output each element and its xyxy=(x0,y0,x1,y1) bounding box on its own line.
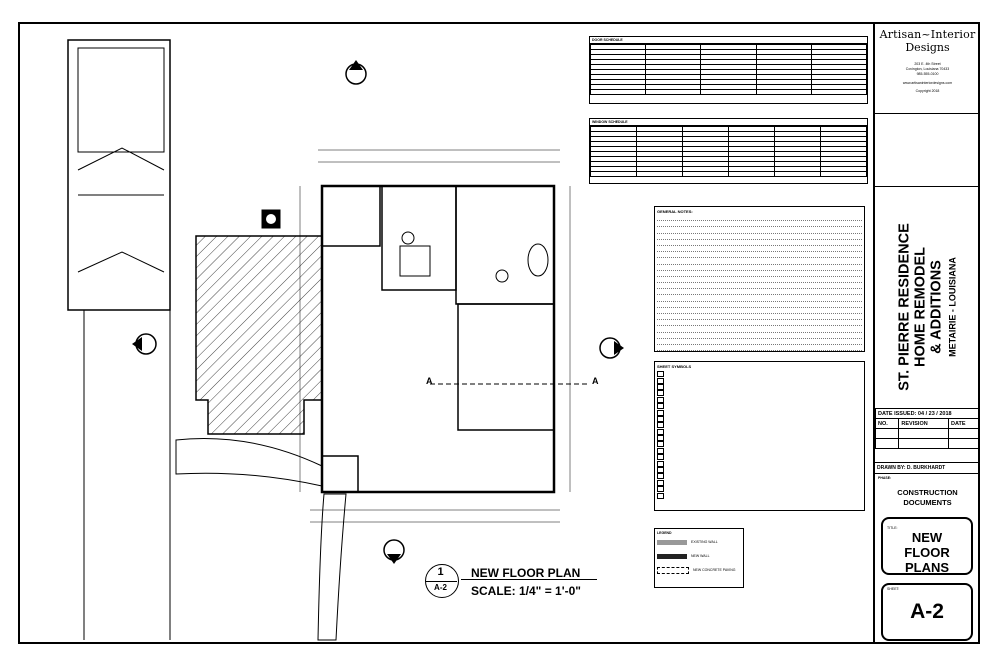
title-block-blank xyxy=(875,114,980,187)
project-name-1: ST. PIERRE RESIDENCE xyxy=(896,223,913,391)
company-name-line1: Artisan~Interior xyxy=(879,28,976,41)
door-schedule: DOOR SCHEDULE xyxy=(589,36,868,104)
drawing-scale: SCALE: 1/4" = 1'-0" xyxy=(471,584,581,598)
sheet-number-box: SHEET: A-2 xyxy=(881,583,973,641)
concrete-walkway xyxy=(175,438,323,487)
elevation-marker-top xyxy=(345,60,367,85)
sheet-title-line2: FLOOR PLANS xyxy=(904,545,950,575)
phase-block: PHASE: CONSTRUCTION DOCUMENTS xyxy=(875,476,980,516)
house-main-outline xyxy=(320,184,556,494)
legend-new-concrete: NEW CONCRETE PAVING xyxy=(693,568,736,572)
door-schedule-title: DOOR SCHEDULE xyxy=(590,37,867,44)
sheet-label: SHEET: xyxy=(887,587,900,591)
phase-label: PHASE: xyxy=(878,476,892,480)
legend-new-wall: NEW WALL xyxy=(691,554,710,558)
drawing-sheet-border xyxy=(18,22,980,644)
date-issued: DATE ISSUED: 04 / 23 / 2018 xyxy=(875,408,980,419)
drawing-number-bubble xyxy=(425,564,459,598)
section-mark-right: A xyxy=(592,376,599,386)
phase-line2: DOCUMENTS xyxy=(903,498,952,507)
drawing-sheet-ref: A-2 xyxy=(434,583,447,592)
project-name-2: HOME REMODEL xyxy=(912,246,929,368)
sheet-title-box: TITLE: NEW FLOOR PLANS xyxy=(881,517,973,575)
rev-header-no: NO. xyxy=(874,418,900,429)
detached-garage xyxy=(67,39,171,311)
drawn-by: DRAWN BY: D. BURKHARDT xyxy=(875,462,980,474)
elevation-marker-right xyxy=(599,337,624,359)
drawing-number: 1 xyxy=(437,566,444,578)
company-phone: 985-555-0100 xyxy=(916,72,939,76)
project-location: METAIRIE - LOUISIANA xyxy=(947,257,958,357)
title-block: Artisan~Interior Designs 203 E. 4th Stre… xyxy=(873,22,981,644)
company-website: www.artisaninteriordesigns.com xyxy=(902,81,953,85)
sheet-symbols: SHEET SYMBOLS xyxy=(654,361,865,511)
copyright: Copyright 2018 xyxy=(915,89,940,93)
company-address-2: Covington, Louisiana 70433 xyxy=(905,67,950,71)
rev-header-revision: REVISION xyxy=(898,418,949,429)
window-schedule: WINDOW SCHEDULE xyxy=(589,118,868,184)
wall-legend: LEGEND EXISTING WALL NEW WALL NEW CONCRE… xyxy=(654,528,744,588)
phase-line1: CONSTRUCTION xyxy=(897,488,958,497)
legend-existing-wall: EXISTING WALL xyxy=(691,540,718,544)
section-mark-left: A xyxy=(426,376,433,386)
general-notes: GENERAL NOTES: xyxy=(654,206,865,352)
existing-hatched-area xyxy=(195,235,323,435)
title-label: TITLE: xyxy=(887,526,898,530)
company-logo: Artisan~Interior Designs 203 E. 4th Stre… xyxy=(875,22,980,114)
sheet-symbols-title: SHEET SYMBOLS xyxy=(657,364,692,369)
elevation-marker-bottom xyxy=(383,539,405,564)
legend-title: LEGEND xyxy=(657,531,672,535)
company-name-line2: Designs xyxy=(905,41,950,54)
elevation-marker-left xyxy=(132,333,157,355)
drawing-name: NEW FLOOR PLAN xyxy=(471,566,581,580)
company-address-1: 203 E. 4th Street xyxy=(914,62,941,66)
sheet-title-line1: NEW xyxy=(911,530,943,545)
project-name-3: & ADDITIONS xyxy=(928,260,945,354)
sheet-number: A-2 xyxy=(910,600,944,623)
project-info: ST. PIERRE RESIDENCE HOME REMODEL & ADDI… xyxy=(875,187,980,427)
window-schedule-title: WINDOW SCHEDULE xyxy=(590,119,867,126)
rev-header-date: DATE xyxy=(947,418,981,429)
new-concrete-swatch xyxy=(657,566,689,574)
general-notes-title: GENERAL NOTES: xyxy=(657,209,693,214)
new-wall-swatch xyxy=(657,553,687,559)
existing-wall-swatch xyxy=(657,539,687,545)
